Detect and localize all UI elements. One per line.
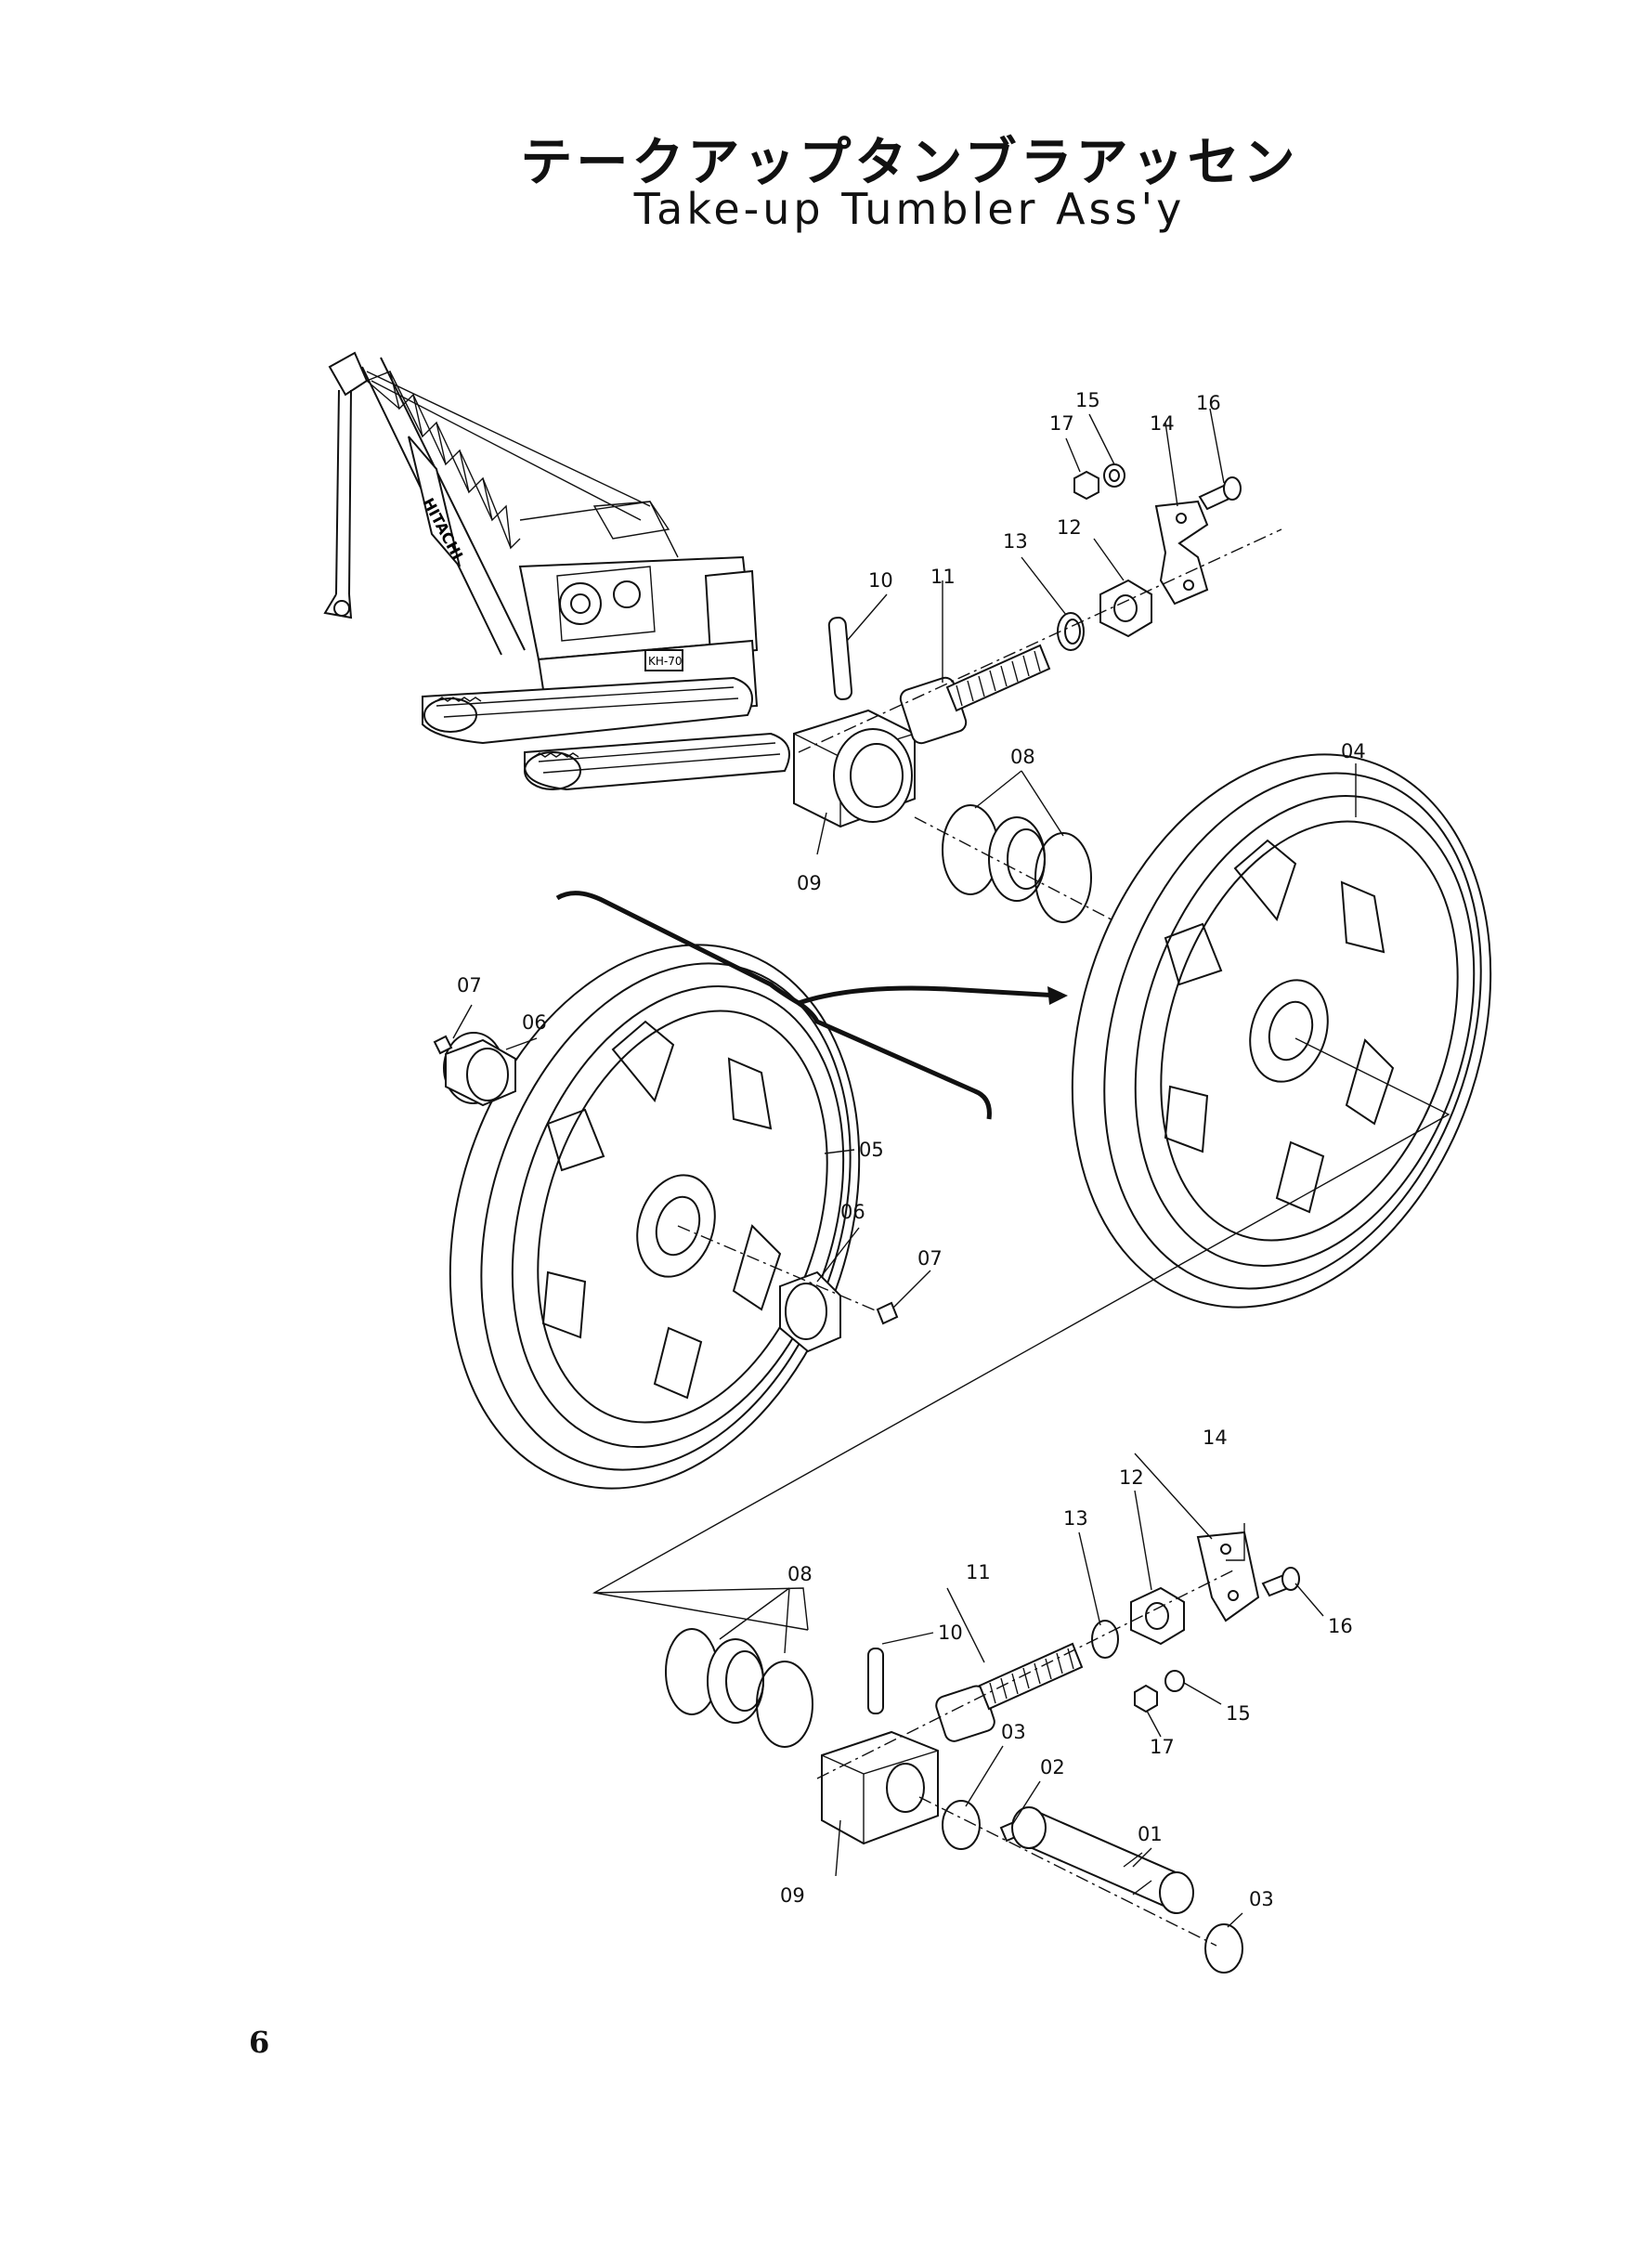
lower-assembly bbox=[593, 1523, 1300, 1974]
callout-15-lower: 15 bbox=[1226, 1702, 1251, 1725]
part-14-plate-upper bbox=[1154, 500, 1209, 606]
assembly-arrow bbox=[798, 985, 1060, 1006]
callout-04: 04 bbox=[1341, 740, 1366, 762]
callout-05: 05 bbox=[859, 1139, 884, 1161]
page-title-japanese: テークアップタンブラアッセン bbox=[520, 133, 1299, 193]
callout-14-lower: 14 bbox=[1203, 1427, 1228, 1449]
arrow-head bbox=[1047, 986, 1068, 1005]
part-11-screw-shaft-upper bbox=[945, 644, 1051, 712]
callout-13-upper: 13 bbox=[1003, 530, 1028, 553]
callout-03-right: 03 bbox=[1249, 1888, 1274, 1910]
callout-01: 01 bbox=[1138, 1823, 1163, 1845]
part-15-washer-lower bbox=[1164, 1670, 1185, 1692]
part-13-ring-lower bbox=[1091, 1620, 1119, 1659]
crawler-crane-illustration: HITACHI KH-70 bbox=[323, 351, 790, 791]
part-07-screw-right bbox=[876, 1301, 899, 1325]
part-05-tumbler-wheel bbox=[449, 944, 861, 1490]
part-15-washer-upper bbox=[1103, 463, 1125, 488]
callout-08-upper: 08 bbox=[1010, 746, 1035, 768]
callout-03-left: 03 bbox=[1001, 1721, 1026, 1743]
part-10-pin-lower bbox=[867, 1648, 884, 1714]
part-06-collar-right bbox=[779, 1270, 841, 1353]
callout-15-upper: 15 bbox=[1075, 389, 1100, 411]
callout-09-lower: 09 bbox=[780, 1884, 805, 1907]
callout-10-upper: 10 bbox=[868, 569, 893, 592]
model-plate bbox=[644, 649, 683, 671]
callout-07-left: 07 bbox=[457, 974, 482, 997]
callout-07-right: 07 bbox=[917, 1247, 943, 1270]
part-12-nut-lower bbox=[1130, 1586, 1185, 1646]
page-number: 6 bbox=[249, 2025, 270, 2060]
part-07-screw-left bbox=[433, 1035, 453, 1055]
part-08-seals-upper bbox=[942, 804, 1092, 923]
callout-09-upper: 09 bbox=[797, 872, 822, 894]
upper-assembly bbox=[793, 463, 1282, 1004]
callout-14-upper: 14 bbox=[1150, 412, 1175, 435]
part-08-seals-lower bbox=[665, 1628, 813, 1748]
part-17-nut-lower bbox=[1134, 1684, 1158, 1713]
callout-06-right: 06 bbox=[840, 1201, 865, 1223]
callout-16-lower: 16 bbox=[1328, 1615, 1353, 1637]
callout-06-left: 06 bbox=[522, 1011, 547, 1034]
callout-10-lower: 10 bbox=[938, 1622, 963, 1644]
callout-08-lower: 08 bbox=[787, 1563, 813, 1585]
callout-12-upper: 12 bbox=[1057, 516, 1082, 539]
callout-17-upper: 17 bbox=[1049, 412, 1074, 435]
part-17-nut-upper bbox=[1073, 470, 1099, 501]
callout-02: 02 bbox=[1040, 1756, 1065, 1778]
callout-11-lower: 11 bbox=[966, 1561, 991, 1583]
callout-13-lower: 13 bbox=[1063, 1507, 1088, 1530]
part-14-plate-lower bbox=[1196, 1531, 1260, 1622]
part-06-collar-left bbox=[443, 1032, 516, 1107]
callout-16-upper: 16 bbox=[1196, 392, 1221, 414]
part-03-oring-right bbox=[1204, 1923, 1243, 1974]
model-label: KH-70 bbox=[648, 655, 683, 668]
part-03-oring-left bbox=[942, 1800, 981, 1850]
part-12-nut-upper bbox=[1099, 579, 1152, 638]
callout-17-lower: 17 bbox=[1150, 1736, 1175, 1758]
callout-12-lower: 12 bbox=[1119, 1466, 1144, 1489]
page-title-english: Take-up Tumbler Ass'y bbox=[633, 184, 1186, 234]
callout-labels: 15 16 17 14 12 13 10 11 08 09 04 07 06 0… bbox=[457, 389, 1366, 1910]
leader-lines bbox=[452, 408, 1357, 1928]
part-04-tumbler-wheel bbox=[1071, 753, 1492, 1309]
part-10-pin-upper bbox=[827, 617, 853, 700]
callout-11-upper: 11 bbox=[930, 566, 956, 588]
